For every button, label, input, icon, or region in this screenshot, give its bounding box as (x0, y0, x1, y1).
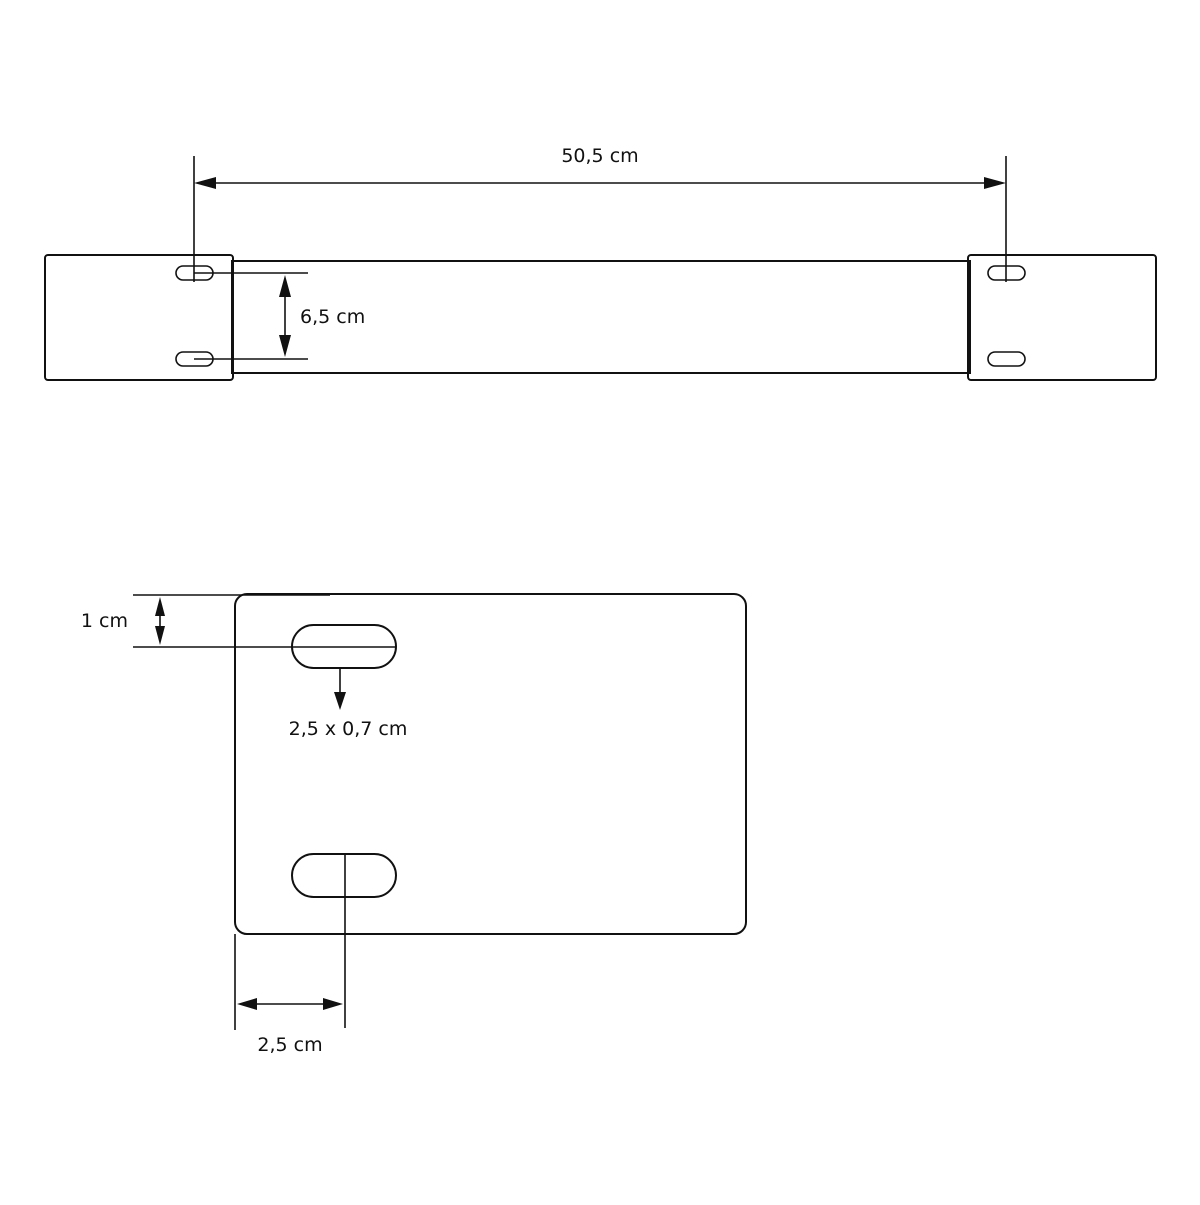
dimension-edge-offset: 1 cm (81, 594, 396, 648)
leader-arrow (334, 692, 346, 710)
arrow-left (194, 177, 216, 189)
slot-size-label: 2,5 x 0,7 cm (289, 718, 408, 740)
arrow-down (155, 626, 165, 645)
arrow-up (155, 597, 165, 616)
total-width-label: 50,5 cm (561, 145, 638, 167)
arrow-left (237, 998, 257, 1010)
arrow-up (279, 275, 291, 297)
plate-detail-view (234, 593, 747, 935)
detail-slot-lower (291, 853, 397, 898)
arrow-right (323, 998, 343, 1010)
hole-spacing-label: 6,5 cm (300, 306, 365, 328)
left-mounting-plate (44, 254, 234, 381)
arrow-right (984, 177, 1006, 189)
dimension-total-width: 50,5 cm (193, 145, 1007, 282)
arrow-down (279, 335, 291, 357)
callout-slot-size: 2,5 x 0,7 cm (289, 668, 408, 740)
dimension-slot-inset: 2,5 cm (234, 854, 346, 1056)
detail-plate (234, 593, 747, 935)
right-mounting-plate (967, 254, 1157, 381)
right-plate-slot-lower (987, 351, 1026, 367)
edge-offset-label: 1 cm (81, 610, 128, 632)
dimension-hole-spacing: 6,5 cm (194, 272, 365, 360)
slot-inset-label: 2,5 cm (257, 1034, 322, 1056)
